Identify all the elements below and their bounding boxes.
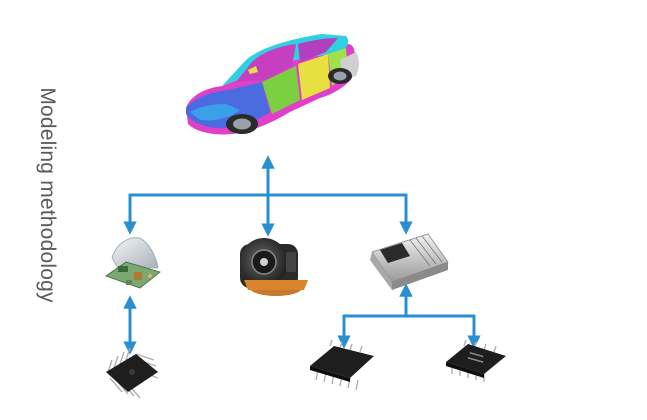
soic-chip-icon [446,339,506,382]
connector-network [123,155,481,355]
electric-motor-icon [240,238,308,296]
soic-chip-icon [310,339,374,391]
car-cae-mesh-icon [186,34,359,135]
qfp-chip-icon [106,347,159,399]
ecu-icon [370,233,449,290]
shark-fin-antenna-icon [105,237,161,289]
